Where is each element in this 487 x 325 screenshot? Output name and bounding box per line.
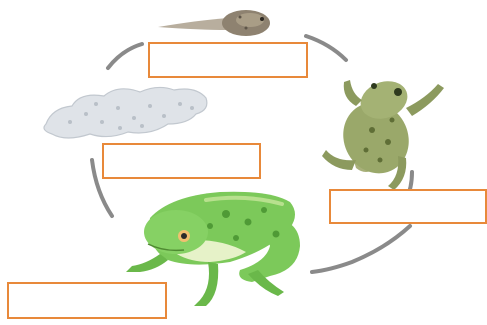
cycle-arc-top-left <box>108 44 142 68</box>
label-box-froglet[interactable] <box>329 189 487 224</box>
label-box-tadpole[interactable] <box>148 42 308 78</box>
froglet-icon <box>322 75 444 190</box>
cycle-arc-bottom <box>312 226 410 272</box>
tadpole-icon <box>158 10 270 36</box>
label-box-frog[interactable] <box>7 282 167 319</box>
cycle-arc-top-right <box>306 36 346 60</box>
egg-mass-icon <box>44 87 207 138</box>
label-box-eggs[interactable] <box>102 143 261 179</box>
